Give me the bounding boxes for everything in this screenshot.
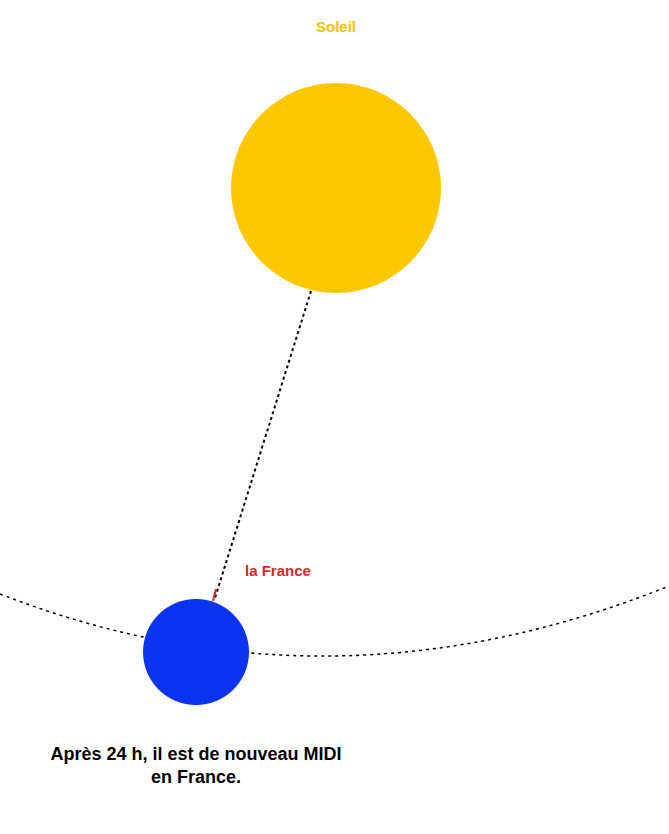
caption: Après 24 h, il est de nouveau MIDI en Fr… [46, 743, 346, 789]
sun-label: Soleil [191, 18, 481, 35]
france-mark [213, 589, 216, 601]
sun-ray [215, 291, 311, 598]
earth [143, 599, 249, 705]
place-label: la France [245, 562, 311, 579]
sun-shape [231, 83, 441, 293]
sun-circle: Soleil [231, 83, 441, 293]
orbit [0, 586, 669, 656]
